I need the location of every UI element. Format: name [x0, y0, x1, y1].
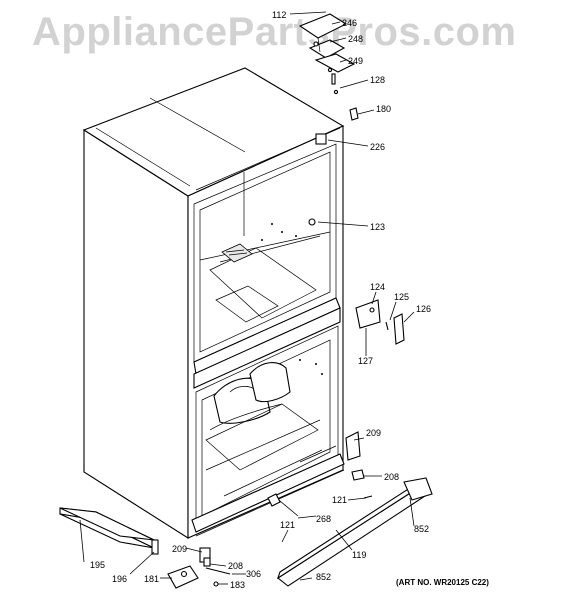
part-label-127: 127 [358, 356, 374, 366]
part-label-852-right: 852 [414, 524, 430, 534]
part-label-123: 123 [370, 222, 386, 232]
part-label-128: 128 [370, 75, 386, 85]
kickplate-parts [59, 507, 159, 555]
cabinet-shell [82, 67, 345, 540]
part-label-249: 249 [348, 56, 364, 66]
part-label-180: 180 [376, 104, 392, 114]
leader-lines [79, 11, 415, 585]
rail-assembly [267, 477, 433, 587]
part-label-852-bottom: 852 [316, 572, 332, 582]
part-label-306: 306 [246, 569, 262, 579]
part-label-126: 126 [416, 304, 432, 314]
part-label-124: 124 [370, 282, 386, 292]
part-label-226: 226 [370, 142, 386, 152]
bottom-hinge-parts [167, 547, 231, 589]
part-label-121-top: 121 [332, 495, 348, 505]
hardware-parts [308, 107, 405, 499]
part-label-181: 181 [144, 574, 160, 584]
part-label-112: 112 [272, 10, 287, 20]
art-number: (ART NO. WR20125 C22) [396, 578, 489, 587]
mullion [193, 297, 341, 389]
part-label-208-top: 208 [384, 472, 400, 482]
top-hinge-assembly [298, 13, 356, 95]
part-label-248: 248 [348, 34, 364, 44]
watermark-text: AppliancePartsPros.com [32, 10, 517, 54]
part-label-119: 119 [352, 550, 367, 560]
part-label-209-bottom: 209 [172, 544, 188, 554]
part-label-125: 125 [394, 292, 410, 302]
part-label-246: 246 [342, 18, 358, 28]
part-label-196: 196 [112, 574, 128, 584]
part-label-121-bottom: 121 [280, 520, 296, 530]
part-label-268: 268 [316, 514, 332, 524]
part-label-183: 183 [230, 580, 246, 590]
freezer-compartment [195, 325, 339, 529]
part-label-208-bottom: 208 [228, 561, 244, 571]
part-label-209-top: 209 [366, 428, 382, 438]
part-label-195: 195 [90, 560, 106, 570]
